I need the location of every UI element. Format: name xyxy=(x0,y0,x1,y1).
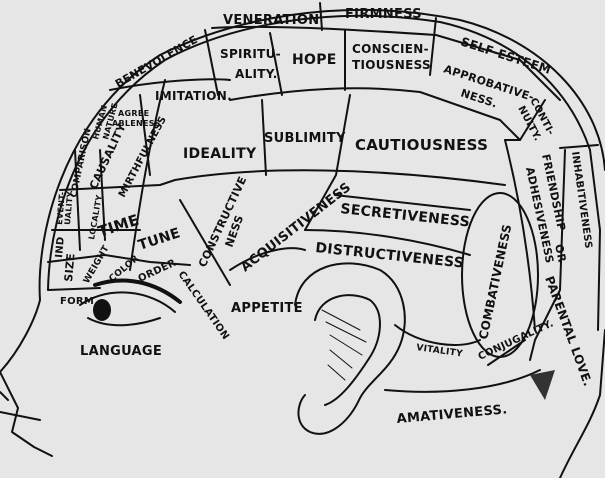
region-line xyxy=(394,324,481,346)
region-line xyxy=(304,229,471,256)
region-line xyxy=(559,144,599,149)
region-line xyxy=(229,87,521,141)
region-line xyxy=(47,254,191,266)
label-combativeness: COMBATIVENESS xyxy=(476,223,514,341)
region-line xyxy=(429,17,437,76)
hatched-corner xyxy=(530,370,555,400)
region-line xyxy=(384,369,541,393)
label-form: FORM xyxy=(60,296,94,307)
head-outline xyxy=(0,8,605,457)
region-line xyxy=(334,194,471,211)
region-line xyxy=(179,199,231,286)
eye-lower-lid xyxy=(87,317,161,327)
region-line xyxy=(487,339,526,366)
label-cautiousness: CAUTIOUSNESS xyxy=(355,136,488,154)
region-boundary-outer xyxy=(47,14,601,331)
label-firmness: FIRMNESS xyxy=(345,7,422,22)
label-ideality: IDEALITY xyxy=(183,146,257,162)
region-line xyxy=(211,25,561,101)
label-spirituality-2: ALITY. xyxy=(235,67,278,81)
label-weight: WEIGHT xyxy=(82,243,112,285)
eyebrow xyxy=(93,278,182,304)
region-line xyxy=(269,32,283,96)
eye-upper-lid xyxy=(79,291,176,313)
label-secretiveness: SECRETIVENESS xyxy=(340,201,471,231)
face-profile xyxy=(0,299,41,373)
eye-iris xyxy=(93,299,111,321)
label-calculation: CALCULATION xyxy=(176,269,231,342)
ear-inner xyxy=(314,294,381,406)
label-agreeableness-2: ABLENESS xyxy=(112,119,161,128)
region-line xyxy=(529,289,561,361)
region-line xyxy=(319,2,323,31)
combativeness-oval xyxy=(461,192,539,358)
label-eventuality-2: UALITY xyxy=(63,191,75,225)
label-conscientiousness-2: TIOUSNESS xyxy=(352,58,431,72)
ear-outline xyxy=(294,262,406,435)
label-spirituality-1: SPIRITU- xyxy=(220,47,281,61)
label-individuality: IND xyxy=(54,236,67,258)
label-size: SIZE xyxy=(62,253,77,283)
region-line xyxy=(74,149,81,251)
region-line xyxy=(229,247,306,271)
region-line xyxy=(504,99,546,141)
label-hope: HOPE xyxy=(292,52,337,68)
label-imitation: IMITATION. xyxy=(155,89,232,103)
region-line xyxy=(559,149,566,291)
label-inhabitiveness: INHABITIVENESS xyxy=(569,151,594,250)
label-sublimity: SUBLIMITY xyxy=(264,131,346,146)
label-friendship-or: OR xyxy=(552,243,569,264)
label-conscientiousness-1: CONSCIEN- xyxy=(352,42,429,56)
head-back-outline xyxy=(559,329,605,478)
label-eventuality-1: EVENT- xyxy=(55,191,67,225)
label-amativeness: AMATIVENESS. xyxy=(396,402,508,427)
region-line xyxy=(139,94,151,176)
label-language: LANGUAGE xyxy=(80,344,162,359)
region-line xyxy=(99,149,106,241)
label-tune: TUNE xyxy=(136,225,182,254)
label-destructiveness: DISTRUCTIVENESS xyxy=(315,240,465,272)
region-line xyxy=(59,179,176,191)
region-line xyxy=(504,139,536,331)
region-line xyxy=(174,169,506,186)
region-line xyxy=(109,78,231,91)
label-acquisitiveness: ACQUISITIVENESS xyxy=(238,180,354,275)
region-line xyxy=(261,99,267,176)
region-line xyxy=(304,94,351,231)
region-line xyxy=(129,79,166,271)
ear-hatching xyxy=(321,309,367,381)
label-veneration: VENERATION xyxy=(223,13,319,28)
region-line xyxy=(204,29,219,96)
label-appetite: APPETITE xyxy=(231,301,303,316)
region-line xyxy=(47,287,101,291)
label-agreeableness-1: AGREE xyxy=(118,109,149,118)
